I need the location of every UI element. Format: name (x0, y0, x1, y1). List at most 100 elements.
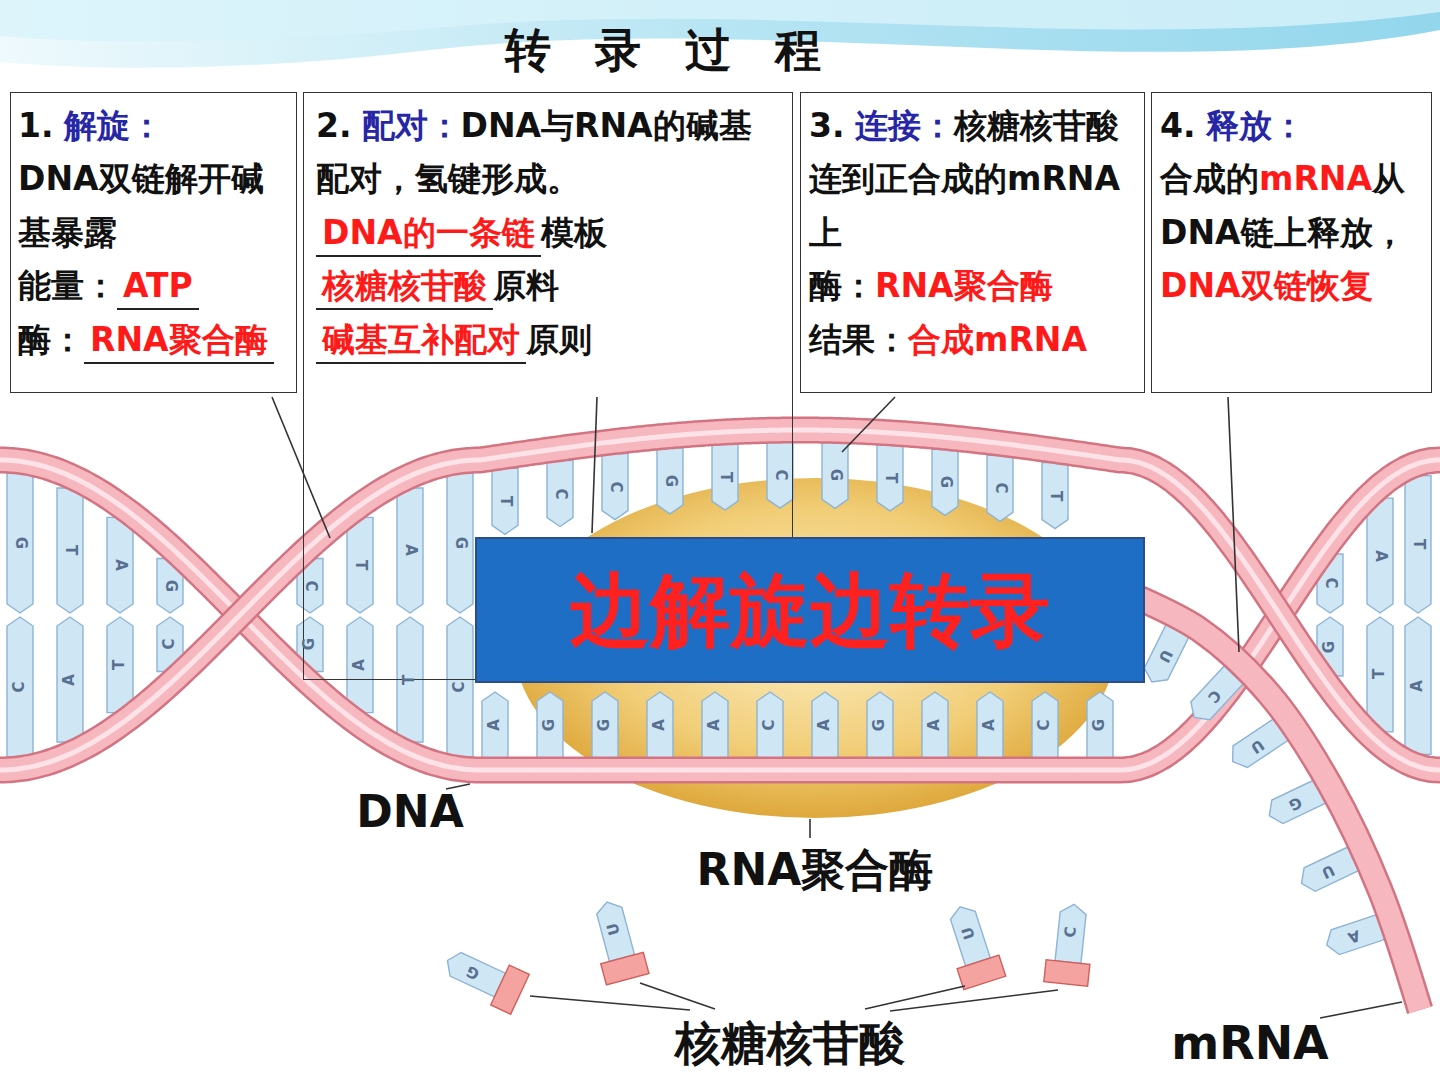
step-text: 合成mRNA (908, 320, 1087, 359)
base-rung (1087, 692, 1113, 758)
base-rung (447, 617, 473, 757)
part-label: mRNA (1171, 1017, 1328, 1070)
free-nucleotides (438, 896, 1096, 1014)
base-letter: T (716, 472, 733, 482)
step-number: 2. (316, 106, 352, 145)
text-line: 碱基互补配对原则 (316, 313, 780, 366)
base-rung (537, 692, 563, 758)
base-rung (757, 692, 783, 758)
base-rung (1405, 617, 1431, 754)
dna-strand (0, 430, 1440, 770)
text-line: 2.配对：DNA与RNA的碱基配对，氢键形成。 (316, 99, 780, 206)
step-heading: 连接： (855, 106, 954, 145)
base-rung (602, 454, 628, 520)
step-text: 酶： (809, 266, 875, 305)
nucleotide-base (594, 899, 634, 962)
base-letter: C (771, 470, 788, 481)
base-letter: T (1046, 490, 1063, 500)
base-letter: A (401, 545, 418, 557)
text-line: DNA的一条链模板 (316, 206, 780, 259)
base-rung (712, 444, 738, 510)
nucleotide-base (1055, 903, 1087, 963)
leader-line (809, 819, 811, 838)
step-text: 合成的 (1160, 159, 1259, 198)
answer-blank: RNA聚合酶 (84, 319, 274, 364)
base-letter: T (61, 545, 78, 555)
step-box: 3.连接：核糖核苷酸连到正合成的mRNA上酶：RNA聚合酶结果：合成mRNA (800, 92, 1145, 393)
base-rung (547, 461, 573, 527)
part-label: 核糖核苷酸 (675, 1017, 905, 1070)
base-letter: G (1321, 640, 1338, 652)
strand-outline (1120, 590, 1420, 1010)
base-rung (492, 468, 518, 534)
answer-blank: 碱基互补配对 (316, 319, 526, 364)
base-rung (657, 448, 683, 514)
base-letter: A (111, 559, 128, 571)
base-letter: A (816, 719, 833, 731)
nucleotide (438, 941, 529, 1015)
leader-line (640, 983, 715, 1009)
step-text: 边解旋边转录 (570, 563, 1050, 657)
banner-box: 边解旋边转录 (475, 537, 1145, 683)
base-rung (7, 473, 33, 613)
step-text: DNA双链恢复 (1160, 266, 1373, 305)
base-rung (877, 445, 903, 511)
step-text: 能量： (18, 266, 117, 305)
text-line: 核糖核苷酸原料 (316, 259, 780, 312)
base-letter: G (661, 475, 678, 487)
strand-highlight (0, 430, 1440, 770)
base-rung (932, 449, 958, 515)
base-rung (647, 692, 673, 758)
base-letter: T (881, 473, 898, 483)
leader-line (592, 397, 597, 533)
text-line: DNA双链解开碱基暴露 (18, 152, 289, 259)
base-letter: C (161, 639, 178, 650)
step-number: 4. (1160, 106, 1196, 145)
leader-line (272, 397, 330, 538)
base-letter: G (596, 719, 613, 731)
step-heading: 配对： (362, 106, 461, 145)
base-rung (57, 617, 83, 742)
base-rung (1042, 463, 1068, 529)
dna-strands (0, 430, 1440, 770)
step-text: mRNA (1259, 159, 1372, 198)
base-letter: C (1036, 719, 1053, 730)
step-text: RNA聚合酶 (875, 266, 1053, 305)
text-line: 4.释放： (1160, 99, 1423, 152)
nucleotide (939, 900, 1006, 990)
leader-lines (272, 397, 1402, 1018)
text-line: 酶：RNA聚合酶 (18, 313, 289, 366)
base-letter: G (11, 537, 28, 549)
base-letter: C (1062, 926, 1080, 939)
base-rung (107, 617, 133, 713)
base-letter: A (706, 719, 723, 731)
base-rung (867, 692, 893, 758)
base-rung (7, 617, 33, 757)
base-letter: G (826, 469, 843, 481)
mrna-ribbon (1120, 590, 1420, 1010)
base-letter: G (451, 537, 468, 549)
base-letter: C (451, 681, 468, 692)
base-rung (977, 692, 1003, 758)
strand-outline (0, 430, 1440, 770)
leader-line (890, 990, 1058, 1011)
base-letter: T (111, 660, 128, 670)
answer-blank: DNA的一条链 (316, 212, 541, 257)
base-letter: G (301, 638, 318, 650)
text-line: 酶：RNA聚合酶 (809, 259, 1136, 312)
base-letter: C (991, 483, 1008, 494)
dna-strand (0, 460, 1440, 770)
text-line: 1.解旋： (18, 99, 289, 152)
step-number: 3. (809, 106, 845, 145)
base-letter: C (11, 681, 28, 692)
base-letter: G (871, 719, 888, 731)
nucleotide-sugar (957, 955, 1006, 990)
nucleotide-sugar (601, 952, 649, 985)
slide-title: 转 录 过 程 (270, 20, 1070, 82)
step-number: 1. (18, 106, 54, 145)
base-letter: C (606, 481, 623, 492)
base-letter: T (351, 560, 368, 570)
base-rung (107, 517, 133, 613)
base-rung (987, 455, 1013, 521)
nucleotide-sugar (1044, 960, 1090, 986)
